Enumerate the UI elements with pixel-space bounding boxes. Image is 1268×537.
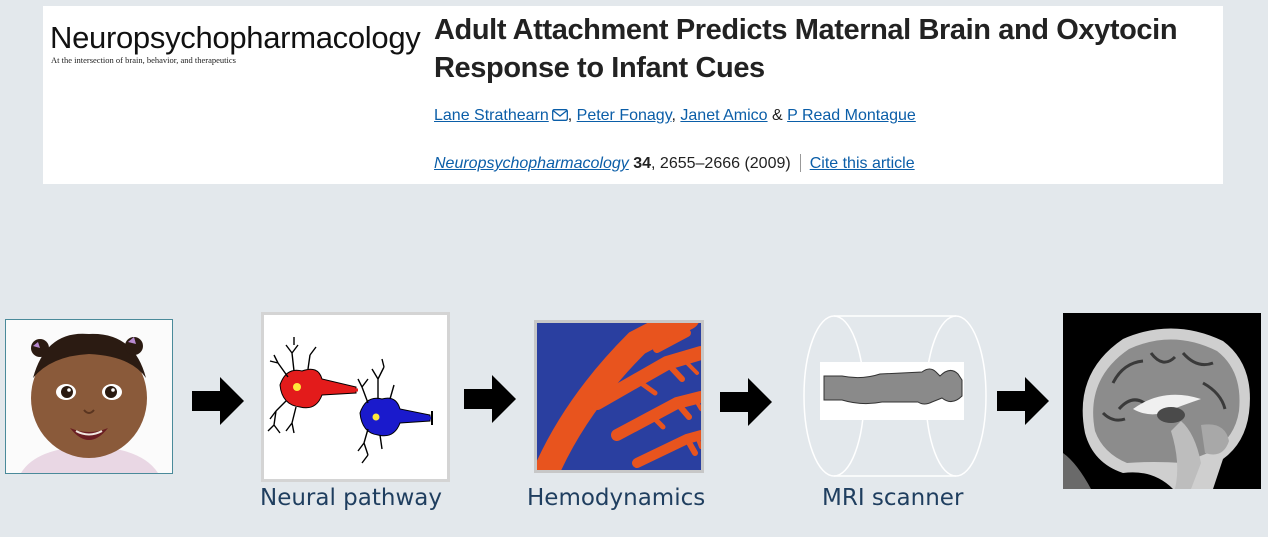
article-title: Adult Attachment Predicts Maternal Brain… (434, 14, 1178, 84)
envelope-icon[interactable] (551, 108, 568, 126)
journal-name: Neuropsychopharmacology (50, 20, 421, 55)
author-separator: , (671, 107, 681, 124)
neural-pathway-diagram (261, 312, 450, 482)
author-link[interactable]: Peter Fonagy (576, 107, 672, 124)
author-list: Lane Strathearn, Peter Fonagy, Janet Ami… (434, 107, 916, 126)
journal-tagline: At the intersection of brain, behavior, … (51, 55, 236, 65)
cite-article-link[interactable]: Cite this article (809, 155, 915, 172)
mri-scanner-diagram (802, 314, 988, 478)
hemodynamics-caption: Hemodynamics (527, 485, 706, 511)
author-separator: , (567, 107, 577, 124)
right-arrow-icon (192, 377, 244, 425)
infant-photo (5, 319, 173, 474)
article-header-card: Neuropsychopharmacology At the intersect… (43, 6, 1223, 184)
author-separator: & (767, 107, 788, 124)
mri-scanner-caption: MRI scanner (822, 485, 964, 511)
right-arrow-icon (464, 375, 516, 423)
brain-mri-scan (1063, 313, 1261, 489)
page-range: , 2655–2666 (2009) (651, 155, 791, 172)
author-link[interactable]: P Read Montague (787, 107, 916, 124)
divider (799, 154, 801, 172)
right-arrow-icon (997, 377, 1049, 425)
author-link[interactable]: Janet Amico (680, 107, 768, 124)
citation-line: Neuropsychopharmacology 34, 2655–2666 (2… (434, 154, 915, 173)
neural-pathway-caption: Neural pathway (260, 485, 442, 511)
right-arrow-icon (720, 378, 772, 426)
author-link[interactable]: Lane Strathearn (434, 107, 549, 124)
journal-link[interactable]: Neuropsychopharmacology (434, 155, 629, 172)
volume-number: 34 (633, 155, 652, 172)
hemodynamics-image (534, 304, 708, 483)
journal-logo: Neuropsychopharmacology At the intersect… (50, 20, 421, 65)
